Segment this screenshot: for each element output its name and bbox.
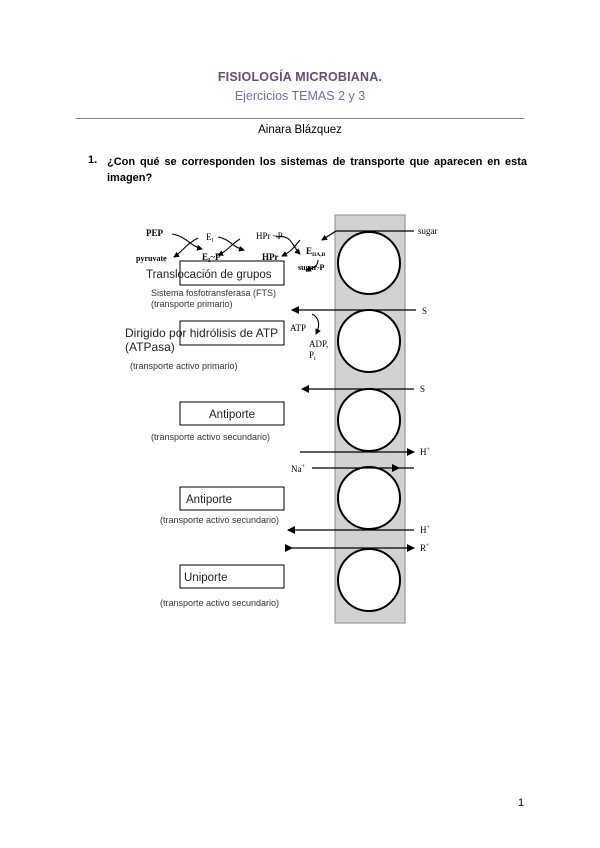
s1-label: S [422,306,427,316]
answer-note-atp: (transporte activo primario) [130,361,238,371]
answer-note-antiport-1: (transporte activo secundario) [151,432,270,442]
sugar-label: sugar [418,226,438,236]
r-label: R+ [420,543,430,553]
s2-label: S [420,384,425,394]
transporter-circle [338,549,400,611]
answer-note-antiport-2: (transporte activo secundario) [160,515,279,525]
h2-label: H+ [420,525,431,535]
answer-label-atpase: (ATPasa) [125,340,175,354]
atp-hydrolysis-arrow [312,314,319,334]
h1-label: H+ [420,447,431,457]
sugar-p-label: sugar-P [298,263,324,272]
answer-label-uniport: Uniporte [184,572,227,584]
eiiab-label: EIIA,B [306,246,326,258]
page-number: 1 [518,797,524,809]
atp-label: ATP [290,323,306,333]
answer-note-uniport: (transporte activo secundario) [160,598,279,608]
eip-label: EI~P [202,252,221,264]
answer-note-fts: Sistema fosfotransferasa (FTS) [151,288,276,298]
hpr-p-label: HPr ~P [256,231,283,241]
transporter-circle [338,310,400,372]
answer-label-group-translocation: Translocación de grupos [146,269,272,281]
answer-label-antiport-2: Antiporte [186,494,232,506]
answer-note-primary: (transporte primario) [151,299,233,309]
pep-label: PEP [146,228,164,238]
answer-label-antiport-1: Antiporte [209,409,255,421]
pi-label: Pi [309,350,316,362]
na-label: Na+ [291,464,306,474]
pyruvate-label: pyruvate [136,254,167,263]
pts-cycle [172,234,318,270]
transporter-circle [338,467,400,529]
adp-label: ADP, [309,339,328,349]
transporter-circle [338,389,400,451]
transporter-circle [338,232,400,294]
answer-label-atp: Dirigido por hidrólisis de ATP [125,326,278,340]
ei-label: EI [206,232,214,244]
